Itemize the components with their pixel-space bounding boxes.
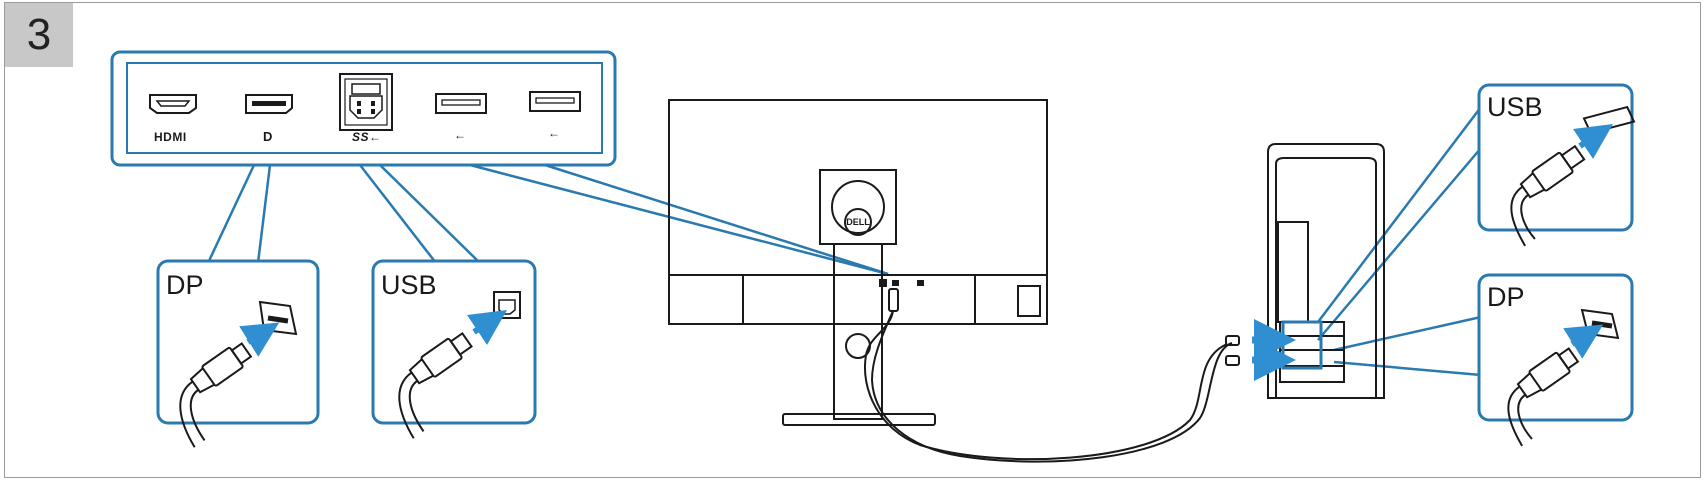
monitor-rear: DELL [668, 99, 1048, 426]
port-panel-callout [110, 50, 617, 167]
usb-a-port-icon-1 [435, 93, 487, 114]
hdmi-label: HDMI [154, 130, 187, 144]
pc-dp-callout [1477, 273, 1634, 447]
usb-superspeed-label: SS← [352, 130, 382, 144]
usb-b-superspeed-port-icon [339, 73, 393, 131]
cables [864, 288, 1240, 463]
pc-tower [1267, 143, 1385, 399]
usb-label-1: ← [454, 128, 467, 142]
monitor-usb-callout [371, 259, 537, 439]
pc-dp-label: DP [1487, 282, 1525, 312]
hdmi-port-icon [149, 94, 197, 114]
monitor-dp-callout [156, 259, 320, 448]
leader-lines [206, 106, 1482, 377]
monitor-usb-label: USB [381, 270, 437, 300]
displayport-label: D [263, 129, 273, 144]
usb-a-port-icon-2 [529, 91, 581, 112]
displayport-port-icon [245, 94, 293, 114]
pc-usb-callout [1477, 83, 1636, 247]
step-number: 3 [5, 3, 73, 67]
monitor-dp-label: DP [166, 270, 204, 300]
usb-label-2: ← [548, 126, 561, 140]
diagram-frame [4, 2, 1701, 478]
dell-logo: DELL [846, 217, 870, 227]
pc-usb-label: USB [1487, 92, 1543, 122]
